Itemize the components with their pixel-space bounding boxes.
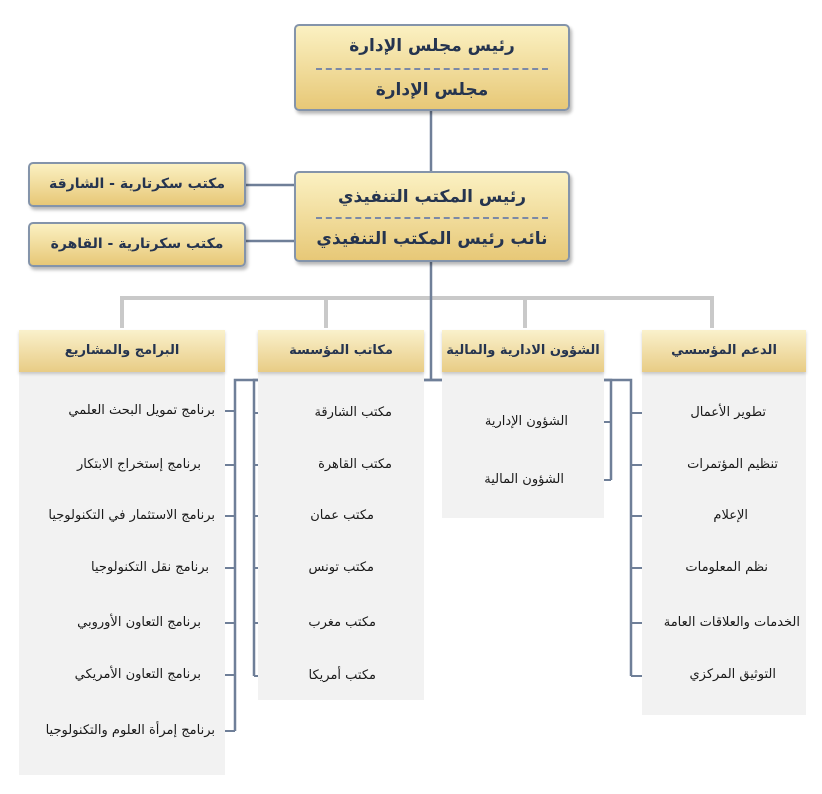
list-item: مكتب تونس (308, 560, 375, 575)
board-title: مجلس الإدارة (375, 80, 489, 100)
list-item: برنامج نقل التكنولوجيا (91, 560, 209, 575)
executive-office-box: رئيس المكتب التنفيذي نائب رئيس المكتب ال… (294, 171, 570, 262)
list-item: برنامج الاستثمار في التكنولوجيا (48, 508, 215, 523)
executive-head-title: رئيس المكتب التنفيذي (337, 187, 527, 207)
list-item: برنامج إستخراج الابتكار (77, 457, 201, 472)
list-item: الإعلام (713, 508, 748, 523)
dept-programs-header: البرامج والمشاريع (19, 330, 225, 372)
board-chairman-title: رئيس مجلس الإدارة (349, 36, 515, 56)
list-item: برنامج التعاون الأمريكي (74, 667, 201, 682)
dashed-divider (316, 68, 548, 70)
list-item: مكتب مغرب (308, 615, 376, 630)
list-item: التوثيق المركزي (689, 667, 776, 682)
secretariat-cairo-box: مكتب سكرتارية - القاهرة (28, 222, 246, 267)
list-item: الشؤون الإدارية (484, 414, 568, 429)
list-item: الشؤون المالية (484, 472, 564, 487)
executive-deputy-title: نائب رئيس المكتب التنفيذي (316, 229, 548, 249)
dept-support-panel: الدعم المؤسسي تطوير الأعمال تنظيم المؤتم… (642, 330, 806, 715)
list-item: تنظيم المؤتمرات (687, 457, 778, 472)
list-item: الخدمات والعلاقات العامة (663, 615, 800, 630)
list-item: مكتب القاهرة (318, 457, 392, 472)
list-item: مكتب الشارقة (314, 405, 392, 420)
dept-admin-header: الشؤون الادارية والمالية (442, 330, 604, 372)
dept-offices-header: مكاتب المؤسسة (258, 330, 424, 372)
list-item: تطوير الأعمال (690, 405, 766, 420)
list-item: نظم المعلومات (685, 560, 768, 575)
list-item: برنامج إمرأة العلوم والتكنولوجيا (45, 723, 215, 738)
list-item: مكتب أمريكا (308, 668, 376, 683)
dept-offices-panel: مكاتب المؤسسة مكتب الشارقة مكتب القاهرة … (258, 330, 424, 700)
dept-admin-panel: الشؤون الادارية والمالية الشؤون الإدارية… (442, 330, 604, 518)
list-item: مكتب عمان (310, 508, 374, 523)
dashed-divider (316, 217, 548, 219)
list-item: برنامج تمويل البحث العلمي (68, 403, 215, 418)
dept-programs-panel: البرامج والمشاريع برنامج تمويل البحث الع… (19, 330, 225, 775)
list-item: برنامج التعاون الأوروبي (77, 615, 201, 630)
board-chairman-box: رئيس مجلس الإدارة مجلس الإدارة (294, 24, 570, 111)
secretariat-sharjah-box: مكتب سكرتارية - الشارقة (28, 162, 246, 207)
dept-support-header: الدعم المؤسسي (642, 330, 806, 372)
